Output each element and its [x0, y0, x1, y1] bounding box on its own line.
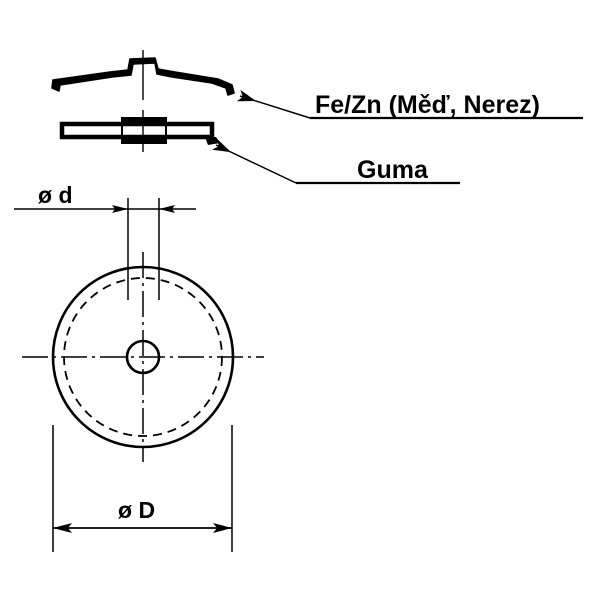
rubber-washer-body: [59, 121, 215, 140]
callout-rubber: Guma: [212, 138, 460, 185]
dim-d-label: ø d: [38, 182, 73, 208]
dimension-outer-diameter: ø D: [52, 425, 233, 552]
metal-washer-profile: [51, 50, 235, 100]
callout-metal-label: Fe/Zn (Měď, Nerez): [315, 91, 540, 119]
rubber-washer-collar-top: [122, 118, 166, 125]
metal-washer-left-edge: [52, 85, 59, 91]
dim-D-arrow-right: [213, 523, 232, 533]
plan-view: [22, 252, 264, 462]
dim-d-arrow-left: [112, 205, 128, 213]
rubber-washer-collar-outline: [121, 117, 167, 144]
callout-metal-leader: [236, 89, 311, 119]
rubber-washer-collar-bottom: [122, 136, 166, 143]
dim-D-label: ø D: [118, 497, 155, 523]
rubber-washer-profile: [59, 110, 220, 152]
dim-D-arrow-left: [53, 523, 72, 533]
dim-d-arrow-right: [159, 205, 175, 213]
dimension-inner-diameter: ø d: [14, 182, 196, 300]
callout-metal: Fe/Zn (Měď, Nerez): [236, 89, 583, 120]
metal-washer-outline: [51, 57, 235, 96]
callout-rubber-leader: [212, 138, 297, 184]
rubber-washer-right-nub: [205, 137, 220, 145]
callout-rubber-label: Guma: [357, 156, 429, 184]
